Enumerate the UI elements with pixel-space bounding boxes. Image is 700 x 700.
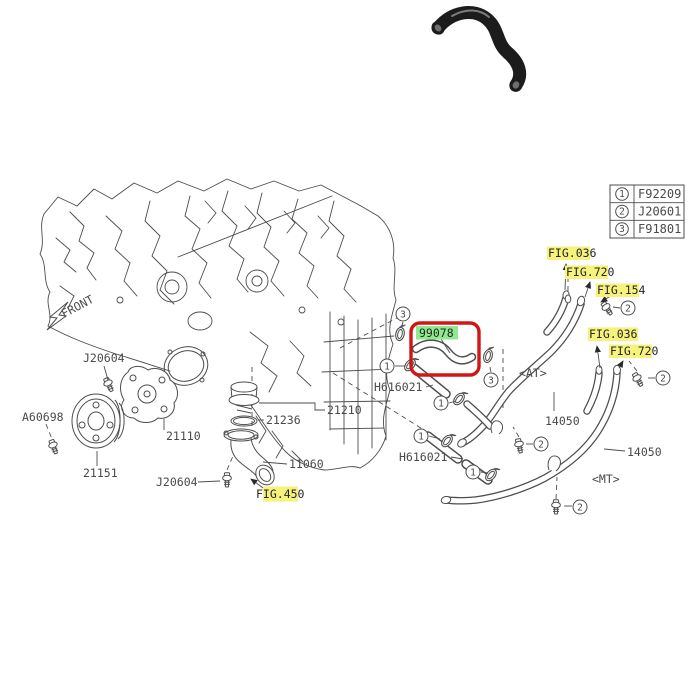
svg-text:2: 2 xyxy=(538,439,544,450)
svg-text:1: 1 xyxy=(438,398,444,409)
label-a60698: A60698 xyxy=(22,410,64,424)
label-j20604-top: J20604 xyxy=(83,351,125,365)
fig-ref-720-right[interactable]: FIG.720 xyxy=(610,344,659,358)
tag-mt: <MT> xyxy=(592,472,620,486)
fig-highlights xyxy=(263,246,652,502)
fig-ref-450[interactable]: FIG.450 xyxy=(256,487,305,501)
legend-table: 1 F92209 2 J20601 3 F91801 xyxy=(609,184,685,239)
callout-2: 2 xyxy=(655,370,671,386)
callout-2: 2 xyxy=(533,436,549,452)
construction-lines xyxy=(45,268,638,500)
label-j20604-bottom: J20604 xyxy=(156,475,198,489)
legend-code-3: F91801 xyxy=(638,222,681,236)
fig-ref-036-top[interactable]: FIG.036 xyxy=(548,246,597,260)
legend-row: 3 F91801 xyxy=(615,222,681,236)
svg-text:2: 2 xyxy=(577,502,583,513)
svg-text:2: 2 xyxy=(619,207,625,218)
fig-ref-036-right[interactable]: FIG.036 xyxy=(589,327,638,341)
pipes-hoses xyxy=(393,290,646,515)
label-14050-mt: 14050 xyxy=(627,445,662,459)
legend-code-2: J20601 xyxy=(638,205,681,219)
thermostat-assembly xyxy=(222,381,275,488)
callout-1: 1 xyxy=(433,395,449,411)
callouts: 3 3 1 1 1 1 2 2 2 2 xyxy=(379,300,671,515)
front-label: FRONT xyxy=(59,292,96,321)
svg-text:3: 3 xyxy=(488,375,494,386)
legend-code-1: F92209 xyxy=(638,187,681,201)
svg-text:1: 1 xyxy=(470,467,476,478)
svg-text:1: 1 xyxy=(384,361,390,372)
svg-text:2: 2 xyxy=(660,373,666,384)
callout-2: 2 xyxy=(572,499,588,515)
water-pump-assembly xyxy=(46,346,209,456)
svg-text:1: 1 xyxy=(418,431,424,442)
part-labels: J20604 A60698 21151 21110 J20604 21210 2… xyxy=(22,246,662,501)
label-21151: 21151 xyxy=(83,466,118,480)
label-11060: 11060 xyxy=(289,457,324,471)
engine-block-art xyxy=(39,178,397,471)
fig-ref-154[interactable]: FIG.154 xyxy=(597,283,646,297)
product-photo-hose xyxy=(431,6,527,92)
callout-3: 3 xyxy=(395,306,411,322)
svg-text:3: 3 xyxy=(400,309,406,320)
label-h616021-upper: H616021 xyxy=(374,380,423,394)
part-number-99078[interactable]: 99078 xyxy=(419,326,454,340)
highlight-99078 xyxy=(416,326,458,340)
label-21236: 21236 xyxy=(266,413,301,427)
svg-text:3: 3 xyxy=(619,224,625,235)
label-21110: 21110 xyxy=(166,429,201,443)
callout-2: 2 xyxy=(620,300,636,316)
front-indicator: FRONT xyxy=(46,292,96,331)
label-21210: 21210 xyxy=(327,403,362,417)
selected-part-box[interactable]: 99078 xyxy=(409,321,481,377)
callout-1: 1 xyxy=(413,428,429,444)
leader-lines xyxy=(96,263,655,507)
label-14050-at: 14050 xyxy=(545,414,580,428)
legend-row: 2 J20601 xyxy=(615,205,681,219)
fig-ref-720-top[interactable]: FIG.720 xyxy=(566,265,615,279)
legend-row: 1 F92209 xyxy=(615,187,681,201)
label-h616021-lower: H616021 xyxy=(399,450,448,464)
callout-1: 1 xyxy=(465,464,481,480)
svg-text:2: 2 xyxy=(625,303,631,314)
tag-at: <AT> xyxy=(519,366,547,380)
svg-text:1: 1 xyxy=(619,189,625,200)
callout-3: 3 xyxy=(483,372,499,388)
callout-1: 1 xyxy=(379,358,395,374)
